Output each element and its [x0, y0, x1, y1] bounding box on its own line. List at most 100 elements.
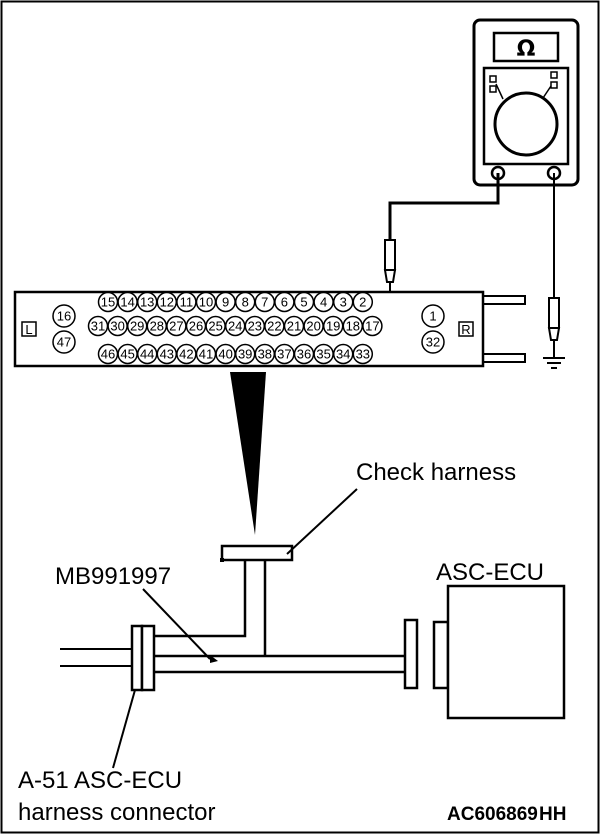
pin-number: 33 — [356, 347, 370, 362]
range-switch-mark — [550, 71, 558, 79]
pin-number: 20 — [306, 319, 320, 334]
probe-lead-left — [388, 173, 500, 240]
probe-point-right — [547, 327, 561, 341]
pin-number: 41 — [199, 347, 213, 362]
check-harness-wire-outer — [155, 560, 247, 638]
pin-number: 7 — [261, 295, 268, 310]
dial-tick — [495, 83, 504, 100]
pin-number: 3 — [340, 295, 347, 310]
ohm-symbol: Ω — [517, 37, 536, 62]
pin-number: 45 — [120, 347, 134, 362]
pin-number: 39 — [238, 347, 252, 362]
pin-number: 26 — [189, 319, 203, 334]
connector-pin — [352, 343, 374, 365]
harness-connector-a51 — [60, 624, 156, 692]
pin-number: 6 — [281, 295, 288, 310]
ecu-side — [403, 584, 566, 720]
pin-number: 31 — [91, 319, 105, 334]
pin-number: 18 — [346, 319, 360, 334]
connector-pin — [52, 304, 76, 328]
figure-code: AC606869 — [447, 804, 538, 825]
range-switch-mark — [489, 75, 497, 83]
pin-number: 28 — [150, 319, 164, 334]
pin-number: 13 — [140, 295, 154, 310]
pin-number: 27 — [169, 319, 183, 334]
pin-number: 29 — [130, 319, 144, 334]
pin-number: 43 — [160, 347, 174, 362]
left-mark-box — [21, 321, 37, 337]
ground-icon — [543, 357, 565, 369]
right-mark: R — [461, 322, 470, 337]
connector-tab-bottom — [482, 353, 526, 363]
pin-number: 16 — [57, 309, 71, 324]
dial-tick — [542, 85, 552, 99]
check-harness-connector — [220, 544, 294, 562]
pin-number: 10 — [199, 295, 213, 310]
check-harness — [155, 544, 405, 674]
pin-number: 25 — [208, 319, 222, 334]
pin-number: 12 — [160, 295, 174, 310]
pin-number: 19 — [326, 319, 340, 334]
figure-suffix: HH — [539, 804, 566, 825]
pin-number: 5 — [300, 295, 307, 310]
pin-number: 38 — [258, 347, 272, 362]
connector-pin — [352, 291, 374, 313]
meter-dial — [493, 91, 559, 157]
pin-number: 24 — [228, 319, 242, 334]
pin-number: 14 — [120, 295, 134, 310]
ecu-socket — [432, 620, 450, 690]
pin-number: 11 — [180, 295, 194, 310]
pin-number: 35 — [316, 347, 330, 362]
asc-ecu-box — [446, 584, 566, 720]
pin-number: 2 — [359, 295, 366, 310]
pin-number: 40 — [218, 347, 232, 362]
connector-tab-top — [482, 295, 526, 305]
pin-number: 46 — [101, 347, 115, 362]
leader-harness-connector — [112, 689, 136, 769]
label-connector-line2: harness connector — [18, 799, 215, 826]
pin-number: 22 — [267, 319, 281, 334]
probe-point-left — [383, 269, 397, 283]
probe-tip-right — [548, 297, 560, 329]
pin-number: 17 — [365, 319, 379, 334]
tool-connector-left — [140, 624, 156, 692]
pin-number: 23 — [248, 319, 262, 334]
probe-tip-left — [384, 239, 396, 271]
pin-number: 8 — [242, 295, 249, 310]
range-switch-mark — [550, 81, 558, 89]
pin-number: 30 — [110, 319, 124, 334]
connector-pin — [421, 304, 445, 328]
leader-tool-arrow — [210, 655, 218, 663]
pin-number: 37 — [277, 347, 291, 362]
label-connector-line1: A-51 ASC-ECU — [18, 767, 182, 794]
label-tool-number: MB991997 — [55, 563, 171, 590]
pin-number: 1 — [429, 309, 436, 324]
connector-pin — [362, 315, 383, 337]
ohmmeter: Ω — [472, 18, 580, 187]
pin-number: 47 — [57, 335, 71, 350]
right-mark-box — [458, 321, 474, 337]
connector-pin — [52, 330, 76, 354]
connector-pin — [421, 330, 445, 354]
pin-number: 44 — [140, 347, 154, 362]
pin-number: 15 — [101, 295, 115, 310]
leader-check-harness — [286, 488, 358, 555]
pin-number: 34 — [336, 347, 350, 362]
label-check-harness: Check harness — [356, 459, 516, 486]
pin-number: 36 — [297, 347, 311, 362]
probe-leads — [383, 173, 561, 358]
pin-number: 4 — [320, 295, 327, 310]
pin-number: 32 — [426, 335, 440, 350]
left-mark: L — [25, 322, 32, 337]
pin-number: 42 — [179, 347, 193, 362]
pointer-wedge — [230, 372, 266, 535]
tool-connector-right — [403, 618, 419, 690]
pin-number: 9 — [222, 295, 229, 310]
meter-display — [492, 31, 560, 63]
harness-connector-body — [130, 624, 144, 692]
